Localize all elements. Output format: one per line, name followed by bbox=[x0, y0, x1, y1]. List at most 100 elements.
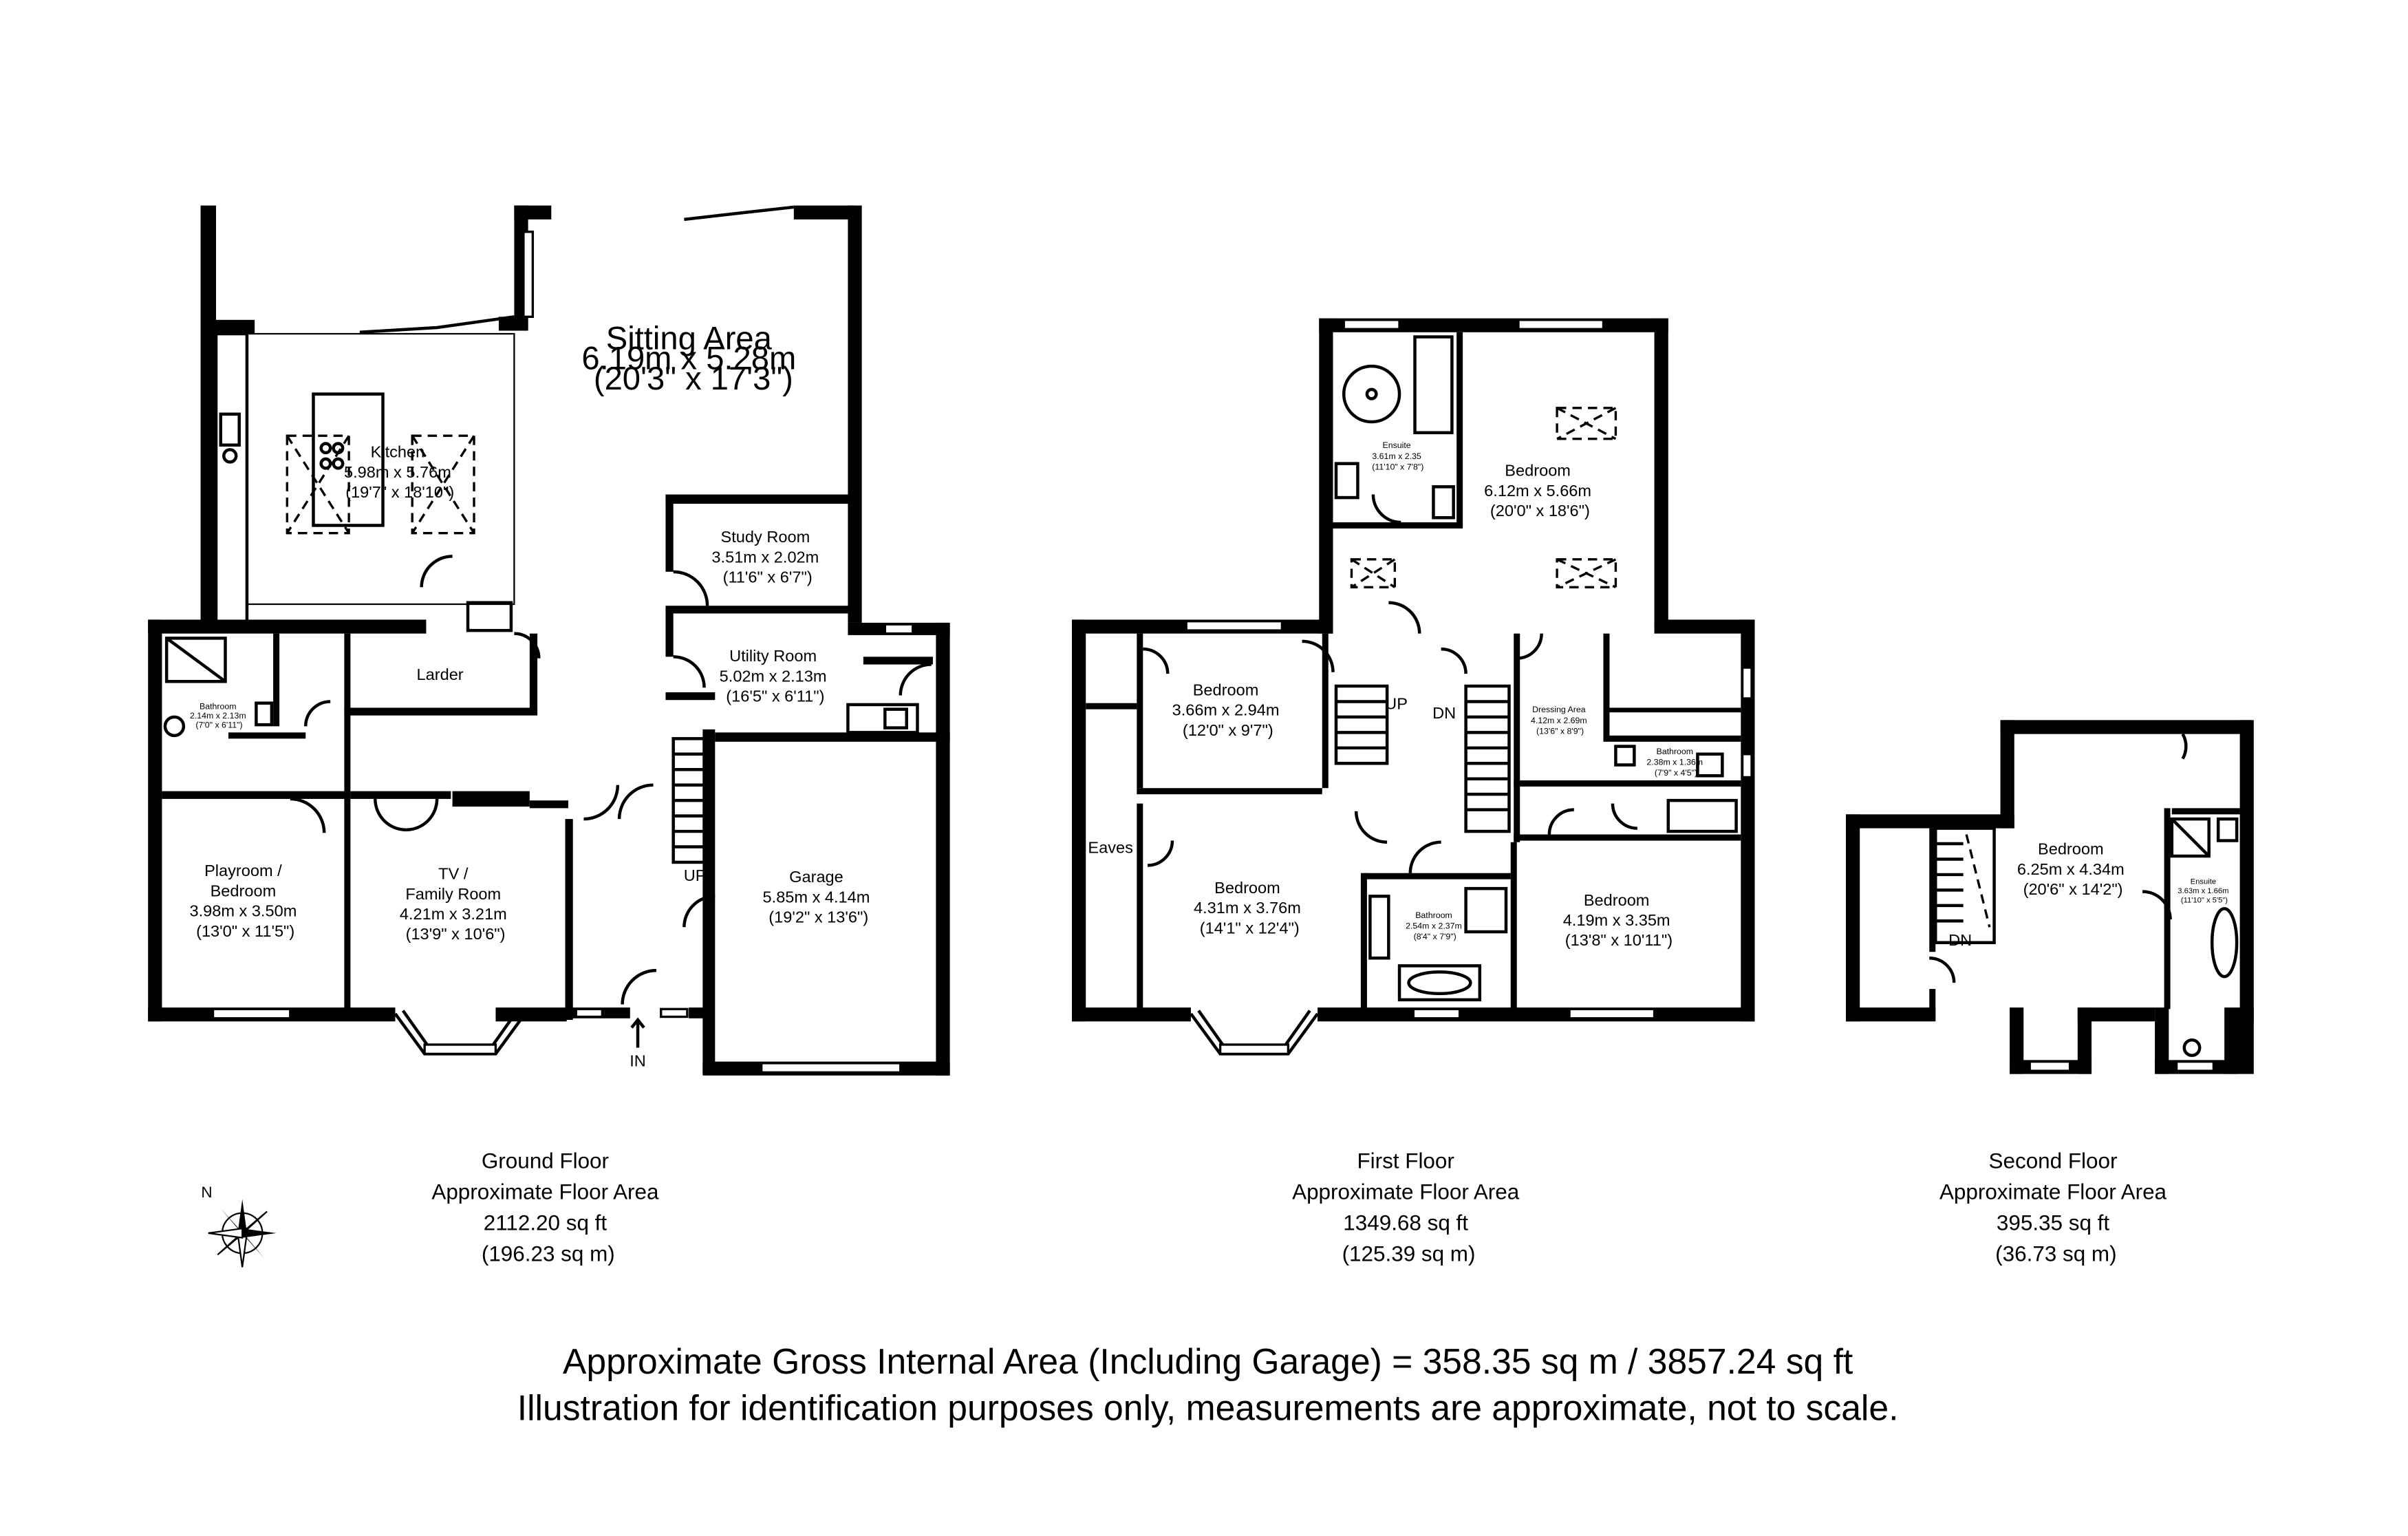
svg-text:Dressing Area 4.12m x 2.: Dressing Area 4.12m x 2.69m (13'6" x 8'9… bbox=[1531, 705, 1589, 736]
entrance-arrowhead bbox=[630, 1017, 645, 1029]
footer-area: Approximate Gross Internal Area (Includi… bbox=[563, 1341, 1853, 1381]
sitting-area-imperial: (20'3" x 17'3") bbox=[594, 360, 793, 396]
bathroom-b-metric: 2.54m x 2.37m bbox=[1406, 921, 1462, 931]
ground-floor-walls bbox=[148, 205, 950, 1076]
bedroom-a-imperial: (12'0" x 9'7") bbox=[1183, 721, 1273, 739]
ground-bathroom-fixtures bbox=[163, 637, 274, 738]
svg-text:TV / Family Room 4: TV / Family Room 4.21m x 3.21m (13'9" x … bbox=[400, 865, 511, 943]
ground-floor-windows bbox=[211, 205, 914, 1074]
bathroom-a-imperial: (7'9" x 4'5") bbox=[1655, 768, 1697, 778]
bathroom-b-imperial: (8'4" x 7'9") bbox=[1414, 932, 1456, 941]
svg-text:Bathroom 2.14m x 2.13m: Bathroom 2.14m x 2.13m (7'0" x 6'11") bbox=[190, 702, 248, 730]
ground-caption-4: (196.23 sq m) bbox=[482, 1241, 615, 1266]
svg-text:Ensuite 3.63m x 1.66m: Ensuite 3.63m x 1.66m (11'10" x 5'5") bbox=[2178, 877, 2230, 904]
first-caption-2: Approximate Floor Area bbox=[1292, 1180, 1520, 1204]
first-caption-1: First Floor bbox=[1357, 1149, 1454, 1173]
first-dn-label: DN bbox=[1432, 704, 1456, 722]
study-imperial: (11'6" x 6'7") bbox=[723, 568, 813, 586]
svg-text:Sitting Area 6.19m x 5.2: Sitting Area 6.19m x 5.28m (20'3" x 17'3… bbox=[581, 319, 805, 396]
bedroom-c-name: Bedroom bbox=[1584, 891, 1650, 909]
bedroom-a-name: Bedroom bbox=[1193, 681, 1259, 698]
bedroom-b-metric: 4.31m x 3.76m bbox=[1194, 899, 1301, 917]
second-caption-4: (36.73 sq m) bbox=[1995, 1241, 2116, 1266]
first-floor-caption: First Floor Approximate Floor Area 1349.… bbox=[1292, 1149, 1525, 1266]
garage-metric: 5.85m x 4.14m bbox=[763, 888, 870, 906]
first-floor-stairs bbox=[1334, 684, 1511, 833]
kitchen-name: Kitchen bbox=[371, 443, 425, 461]
ensuite-1-imperial: (11'10" x 7'8") bbox=[1372, 462, 1423, 472]
first-ensuite-fixtures bbox=[1334, 335, 1455, 520]
bathroom-b-name: Bathroom bbox=[1415, 910, 1452, 920]
bathroom-a-metric: 2.38m x 1.36m bbox=[1646, 758, 1703, 767]
first-floor-plan: Ensuite 3.61m x 2.35 (11'10" x 7'8") Bed… bbox=[1072, 318, 1755, 1056]
second-floor-plan: Bedroom 6.25m x 4.34m (20'6" x 14'2") En… bbox=[1845, 720, 2254, 1074]
compass-rose-icon bbox=[208, 1199, 277, 1268]
second-ensuite-metric: 3.63m x 1.66m bbox=[2178, 887, 2228, 895]
main-bedroom-imperial: (20'0" x 18'6") bbox=[1490, 502, 1590, 520]
kitchen-metric: 5.98m x 5.76m bbox=[344, 463, 451, 481]
compass-north-label: N bbox=[201, 1184, 212, 1201]
svg-text:Bathroom 2.54m x 2.37m: Bathroom 2.54m x 2.37m (8'4" x 7'9") bbox=[1406, 910, 1464, 941]
bedroom-c-imperial: (13'8" x 10'11") bbox=[1565, 931, 1673, 949]
first-floor-doors bbox=[1143, 494, 1637, 873]
dressing-imperial: (13'6" x 8'9") bbox=[1536, 727, 1584, 736]
ensuite-1-name: Ensuite bbox=[1382, 440, 1410, 450]
study-metric: 3.51m x 2.02m bbox=[711, 548, 819, 566]
ground-bathroom-imperial: (7'0" x 6'11") bbox=[195, 721, 242, 730]
footer-disclaimer: Illustration for identification purposes… bbox=[517, 1388, 1899, 1428]
tv-room-imperial: (13'9" x 10'6") bbox=[406, 925, 506, 943]
second-floor-caption: Second Floor Approximate Floor Area 395.… bbox=[1939, 1149, 2173, 1266]
eaves-label: Eaves bbox=[1088, 839, 1133, 857]
garage-name: Garage bbox=[789, 868, 843, 886]
ground-caption-2: Approximate Floor Area bbox=[431, 1180, 659, 1204]
first-caption-4: (125.39 sq m) bbox=[1342, 1241, 1476, 1266]
playroom-name: Playroom / bbox=[204, 862, 282, 879]
svg-text:Bedroom 4.19m x 3.35m: Bedroom 4.19m x 3.35m (13'8" x 10'11") bbox=[1563, 891, 1675, 949]
second-bedroom-imperial: (20'6" x 14'2") bbox=[2023, 880, 2123, 898]
ground-bathroom-name: Bathroom bbox=[200, 702, 237, 712]
second-ensuite-name: Ensuite bbox=[2191, 877, 2216, 886]
utility-imperial: (16'5" x 6'11") bbox=[726, 687, 824, 705]
playroom-imperial: (13'0" x 11'5") bbox=[196, 922, 294, 940]
dressing-metric: 4.12m x 2.69m bbox=[1531, 716, 1587, 725]
svg-text:Garage 5.85m x 4.14m: Garage 5.85m x 4.14m (19'2" x 13'6") bbox=[763, 868, 874, 926]
ground-floor-doors bbox=[290, 555, 932, 1005]
ground-bathroom-metric: 2.14m x 2.13m bbox=[190, 711, 246, 721]
ground-floor-stairs bbox=[671, 737, 706, 864]
second-floor-windows bbox=[2028, 1060, 2215, 1072]
ground-floor-caption: Ground Floor Approximate Floor Area 2112… bbox=[431, 1149, 665, 1266]
tv-room-name: TV / bbox=[438, 865, 469, 883]
svg-text:Study Room 3.51m x 2.02m: Study Room 3.51m x 2.02m (11'6" x 6'7") bbox=[711, 528, 823, 586]
ground-up-label: UP bbox=[684, 866, 707, 884]
svg-text:Ensuite 3.61m x 2.35: Ensuite 3.61m x 2.35 (11'10" x 7'8") bbox=[1372, 440, 1423, 471]
svg-text:Utility Room 5.02m x 2.1: Utility Room 5.02m x 2.13m (16'5" x 6'11… bbox=[720, 647, 831, 705]
tv-room-metric: 4.21m x 3.21m bbox=[400, 905, 507, 923]
playroom-name-2: Bedroom bbox=[211, 882, 277, 899]
bedroom-c-metric: 4.19m x 3.35m bbox=[1563, 911, 1670, 929]
svg-text:Bathroom 2.38m x 1.36m: Bathroom 2.38m x 1.36m (7'9" x 4'5") bbox=[1646, 747, 1705, 778]
sitting-area-metric: 6.19m x 5.28m bbox=[581, 340, 796, 376]
first-bathroom-fixtures bbox=[1368, 745, 1738, 1002]
second-caption-1: Second Floor bbox=[1989, 1149, 2118, 1173]
second-bedroom-name: Bedroom bbox=[2038, 840, 2104, 858]
bathroom-a-name: Bathroom bbox=[1657, 747, 1694, 756]
second-caption-3: 395.35 sq ft bbox=[1997, 1210, 2109, 1235]
second-caption-2: Approximate Floor Area bbox=[1939, 1180, 2167, 1204]
study-name: Study Room bbox=[721, 528, 810, 546]
ensuite-1-metric: 3.61m x 2.35 bbox=[1372, 451, 1421, 461]
kitchen-fixtures bbox=[214, 332, 919, 734]
main-bedroom-metric: 6.12m x 5.66m bbox=[1484, 482, 1591, 500]
svg-text:Bedroom 4.31m x 3.76m: Bedroom 4.31m x 3.76m (14'1" x 12'4") bbox=[1194, 879, 1305, 937]
sitting-area-name: Sitting Area bbox=[606, 319, 773, 356]
first-up-label: UP bbox=[1385, 695, 1408, 713]
bay-window-ground bbox=[394, 1010, 526, 1056]
svg-text:Playroom / Bedroom: Playroom / Bedroom 3.98m x 3.50m (13'0" … bbox=[189, 862, 301, 940]
bedroom-b-name: Bedroom bbox=[1214, 879, 1280, 897]
bay-window-first bbox=[1190, 1010, 1319, 1056]
second-ensuite-imperial: (11'10" x 5'5") bbox=[2181, 896, 2228, 904]
kitchen-imperial: (19'7" x 18'10") bbox=[345, 483, 454, 501]
larder-name: Larder bbox=[417, 665, 464, 683]
dressing-name: Dressing Area bbox=[1532, 705, 1586, 714]
utility-metric: 5.02m x 2.13m bbox=[720, 667, 827, 685]
